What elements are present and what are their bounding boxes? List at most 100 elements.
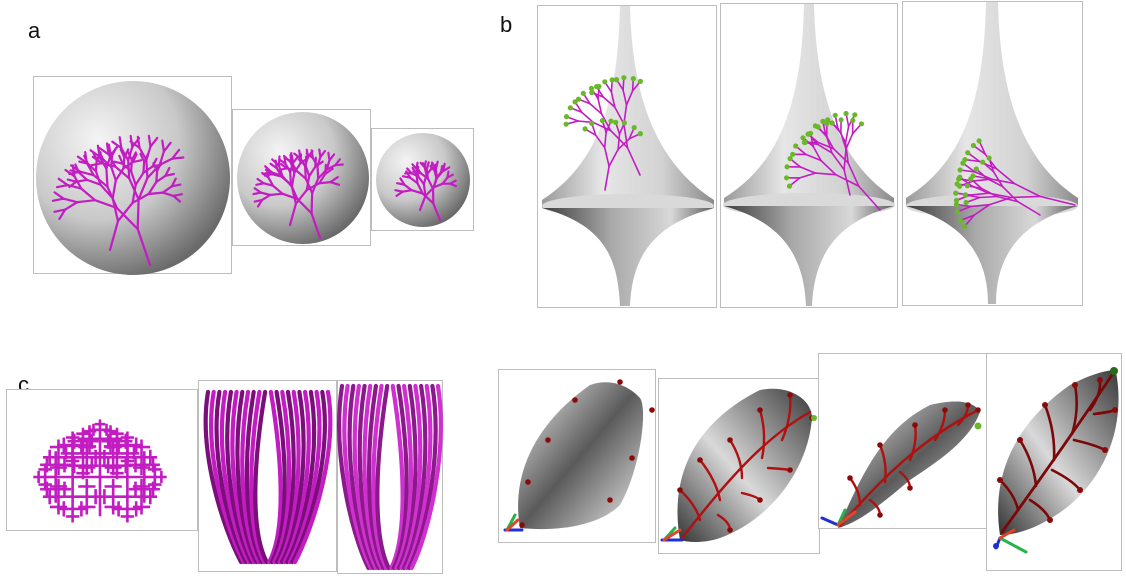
branch-segment [310, 212, 322, 240]
curled-branch [203, 389, 244, 565]
branch-segment [401, 189, 413, 193]
branch-segment [156, 162, 163, 173]
vein [780, 393, 792, 442]
branch-segment [604, 165, 610, 191]
branch-segment [1010, 195, 1041, 199]
curled-branch [407, 383, 438, 571]
branch-segment [171, 156, 185, 160]
tip-marker [599, 118, 606, 124]
branch-segment [260, 193, 272, 202]
branch-segment [130, 170, 137, 186]
curled-branch [280, 389, 306, 565]
curled-branch [249, 389, 267, 565]
branch-segment [1016, 200, 1041, 216]
panel-label-b: b [500, 12, 513, 37]
branch-segment [282, 154, 292, 164]
tip-marker [970, 173, 976, 179]
curled-branch [342, 383, 373, 571]
tip-marker [953, 201, 960, 208]
panel-d-leaf-1 [518, 382, 644, 530]
vein-node [607, 497, 613, 503]
branch-segment [94, 159, 98, 173]
branch-segment [625, 90, 634, 106]
tip-marker [602, 79, 608, 85]
curled-branch [347, 383, 376, 571]
curled-branch [240, 389, 262, 565]
branch-segment [296, 197, 313, 215]
tip-marker [589, 120, 595, 127]
tip-marker [613, 119, 619, 125]
vein-node [1097, 377, 1103, 383]
tip-marker [637, 131, 644, 137]
branch-segment [108, 220, 120, 252]
tip-marker [563, 114, 570, 120]
tip-marker [801, 139, 808, 145]
vein-midrib [1000, 370, 1116, 534]
branch-segment [55, 184, 69, 189]
branch-segment [277, 155, 281, 167]
vein-node [1112, 407, 1118, 413]
branch-segment [66, 178, 78, 183]
branch-segment [131, 159, 143, 164]
branch-segment [131, 192, 150, 204]
branch-segment [114, 167, 125, 182]
curled-branch [375, 383, 391, 571]
tip-marker [582, 126, 588, 132]
branch-segment [1039, 195, 1076, 206]
branch-segment [129, 140, 141, 149]
vein [1070, 383, 1078, 436]
branch-segment [264, 165, 273, 174]
branch-segment [608, 148, 619, 168]
vein-node [1072, 382, 1078, 388]
tip-marker [631, 125, 637, 131]
branch-segment [139, 152, 146, 163]
branch-segment [804, 153, 822, 162]
curled-branch [396, 383, 418, 571]
branch-segment [171, 148, 181, 160]
branch-segment [130, 159, 133, 173]
tip-marker [963, 199, 969, 206]
vein-node [965, 402, 971, 408]
curled-branch [366, 383, 386, 571]
branch-segment [136, 227, 152, 267]
branch-segment [164, 166, 171, 177]
panel-d-veins [678, 370, 1117, 540]
vein-node [572, 397, 578, 403]
tip-marker [589, 89, 595, 96]
branch-segment [314, 160, 324, 168]
branch-segment [98, 147, 110, 156]
branch-segment [324, 167, 334, 175]
curled-branch [362, 383, 384, 571]
branch-segment [318, 172, 327, 185]
branch-segment [603, 131, 607, 149]
branch-segment [145, 158, 149, 180]
branch-segment [259, 191, 272, 197]
tip-marker [850, 117, 856, 123]
tip-marker [973, 166, 979, 172]
curled-branch [219, 389, 251, 565]
branch-segment [78, 170, 95, 177]
branch-segment [74, 163, 81, 174]
branch-segment [812, 145, 822, 162]
branch-segment [289, 161, 296, 174]
tip-marker [580, 90, 586, 96]
branch-segment [305, 175, 311, 192]
branch-segment [424, 186, 435, 198]
branch-segment [127, 145, 134, 162]
branch-segment [111, 179, 117, 200]
tip-marker [621, 120, 628, 126]
tip-marker [825, 117, 831, 123]
branch-segment [325, 164, 337, 171]
branch-segment [600, 113, 612, 132]
branch-segment [589, 102, 603, 115]
vein-node [677, 487, 683, 493]
vein-midrib [838, 408, 980, 528]
branch-segment [256, 177, 265, 185]
xyz-axes-icon [993, 528, 1028, 554]
branch-segment [164, 172, 175, 177]
branch-segment [110, 165, 117, 182]
tip-marker [965, 150, 971, 156]
branch-segment [143, 152, 150, 163]
panel-d-vein-nodes [519, 367, 1118, 533]
branch-segment [449, 182, 458, 188]
